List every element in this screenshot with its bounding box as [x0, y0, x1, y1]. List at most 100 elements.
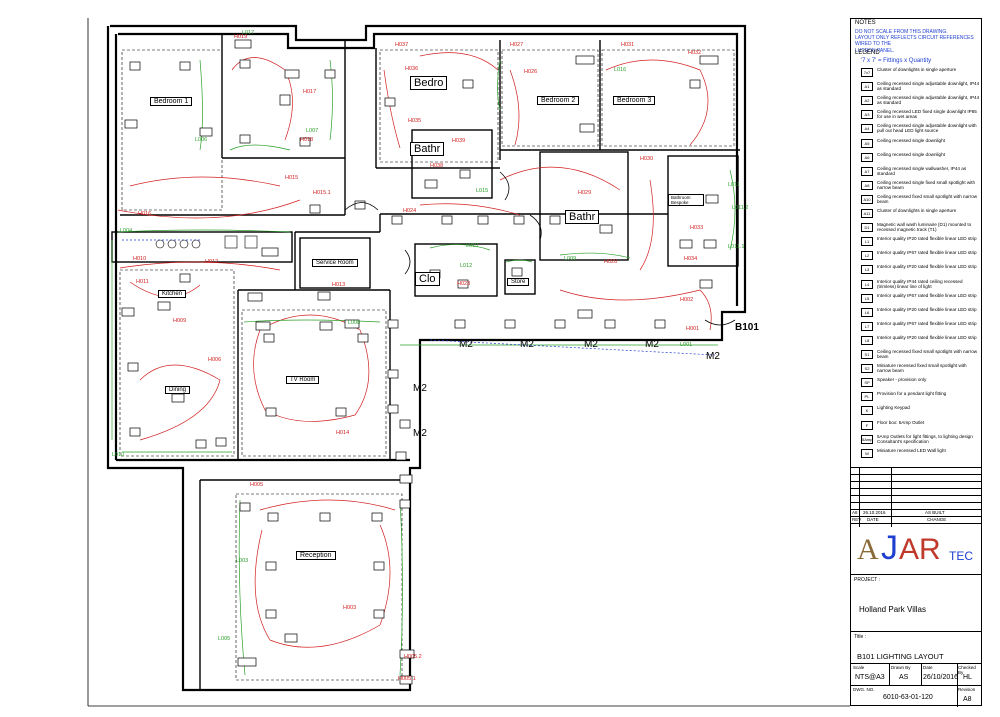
- title-label: Title :: [854, 634, 867, 640]
- legend-subheader: '7 x 7' = Fittings x Quantity: [861, 58, 932, 64]
- m2-label: M2: [459, 339, 473, 350]
- kitchen-appliances: [155, 235, 258, 249]
- led-label: L005: [218, 636, 231, 642]
- legend-symbol-icon: W: [861, 448, 873, 458]
- led-label: L006: [195, 137, 208, 143]
- legend-symbol-icon: A11: [861, 209, 873, 218]
- circuit-label: H003: [343, 605, 357, 611]
- m2-label: M2: [520, 339, 534, 350]
- room-label-bathroom: Bathroom Bespoke: [668, 194, 704, 206]
- circuit-label: H002: [680, 297, 694, 303]
- project-name: Holland Park Villas: [859, 605, 926, 614]
- legend-text: Cluster of downlights in single aperture: [877, 208, 957, 213]
- notes-text: DO NOT SCALE FROM THIS DRAWING. LAYOUT O…: [855, 29, 979, 54]
- legend-text: Ceiling recessed single downlight: [877, 137, 945, 143]
- company-logo: A J AR TEC: [855, 529, 979, 571]
- circuit-label: H012: [205, 259, 219, 265]
- legend-item: A11 Cluster of downlights in single apert…: [851, 208, 981, 221]
- legend-text: Interior quality IP20 rated flexible lin…: [877, 334, 977, 340]
- notes-header: NOTES: [855, 20, 876, 26]
- circuit-label: H024: [403, 208, 417, 214]
- note-line: DO NOT SCALE FROM THIS DRAWING.: [855, 29, 948, 35]
- led-label: L012: [460, 263, 473, 269]
- legend-item: 5Amp 5Amp Outlets for light fittings, to …: [851, 434, 981, 447]
- led-label: L010: [112, 452, 125, 458]
- circuit-label: H032: [688, 50, 702, 56]
- legend-text: Ceiling recessed single downlight: [877, 151, 945, 157]
- legend-text: Interior quality IP67 rated flexible lin…: [877, 292, 977, 298]
- legend-item: D1 Magnetic wall wash luminaire (D1) moun…: [851, 222, 981, 235]
- circuit-label: H023: [457, 281, 471, 287]
- legend-symbol-icon: 5Amp: [861, 434, 873, 444]
- legend-symbol-icon: PL: [861, 392, 873, 402]
- scale-label: Scale: [853, 665, 865, 670]
- led-label: L015: [476, 188, 489, 194]
- revision-rev: A8: [852, 510, 858, 515]
- circuit-label: H037: [395, 42, 409, 48]
- circuit-label: H029: [578, 190, 592, 196]
- drawn-value: AS: [899, 674, 909, 681]
- legend-text: Interior quality IP20 rated flexible lin…: [877, 236, 977, 242]
- legend-text: Miniature recessed LED Wall light: [877, 447, 946, 453]
- logo-j: J: [881, 529, 898, 567]
- checked-label: Checked By: [958, 665, 976, 675]
- note-line: LAYOUT ONLY REFLECTS CIRCUIT REFERENCES …: [855, 35, 974, 48]
- circuit-label: H015: [285, 175, 299, 181]
- revision-desc-header: CHANGE: [927, 517, 947, 522]
- info-row-2: DWG. NO. 6010-63-01-120 Revision A8: [851, 685, 981, 707]
- legend-text: Ceiling recessed single adjustable downl…: [877, 81, 980, 92]
- room-label-bedro: Bedro: [410, 76, 448, 90]
- legend-text: Magnetic wall wash luminaire (D1) mounte…: [877, 222, 972, 233]
- logo-a: A: [857, 533, 879, 566]
- legend-text: Interior quality IP67 rated flexible lin…: [877, 250, 977, 256]
- legend-text: 5Amp Outlets for light fittings, to ligh…: [877, 433, 973, 444]
- led-label: L013: [466, 243, 479, 249]
- legend-text: Ceiling recessed LED fixed single downli…: [877, 109, 977, 120]
- circuit-label: H038: [430, 163, 444, 169]
- led-label: L009: [564, 256, 577, 262]
- fixtures: [121, 39, 719, 685]
- legend-symbol-icon: D1: [861, 223, 873, 233]
- circuit-label: H034: [684, 256, 698, 262]
- circuit-label: H018: [300, 137, 314, 143]
- legend-symbol-icon: A2: [861, 96, 873, 106]
- legend-symbol-icon: S2: [861, 364, 873, 374]
- checked-value: HL: [963, 674, 972, 681]
- room-label-bathr2: Bathr: [565, 210, 600, 224]
- circuit-label: H033: [690, 225, 704, 231]
- rev-label: Revision: [958, 687, 976, 692]
- legend-item: W Miniature recessed LED Wall light: [851, 448, 981, 461]
- legend-symbol-icon: F: [861, 420, 873, 430]
- m2-label: M2: [413, 383, 427, 394]
- legend-header: LEGEND: [855, 50, 880, 56]
- room-label-kitchen: Kitchen: [158, 290, 187, 298]
- circuit-label: H030: [640, 156, 654, 162]
- circuit-label: H015.1: [313, 190, 331, 196]
- circuit-label: H016: [138, 211, 152, 217]
- circuit-label: H006: [208, 357, 222, 363]
- led-label: L008: [348, 320, 361, 326]
- legend-text: Ceiling recessed fixed small spotlight w…: [877, 349, 978, 359]
- led-label: L016: [614, 67, 627, 73]
- circuit-label: H005: [250, 482, 264, 488]
- scale-value: NTS@A3: [855, 674, 885, 681]
- drawn-label: Drawn By: [891, 665, 911, 670]
- circuit-label: H011: [136, 279, 149, 285]
- doors: [344, 171, 736, 326]
- logo-tec: TEC: [949, 549, 973, 563]
- project-label: PROJECT :: [854, 577, 881, 583]
- floor-plan[interactable]: [88, 18, 850, 708]
- led-label: L011: [728, 182, 740, 188]
